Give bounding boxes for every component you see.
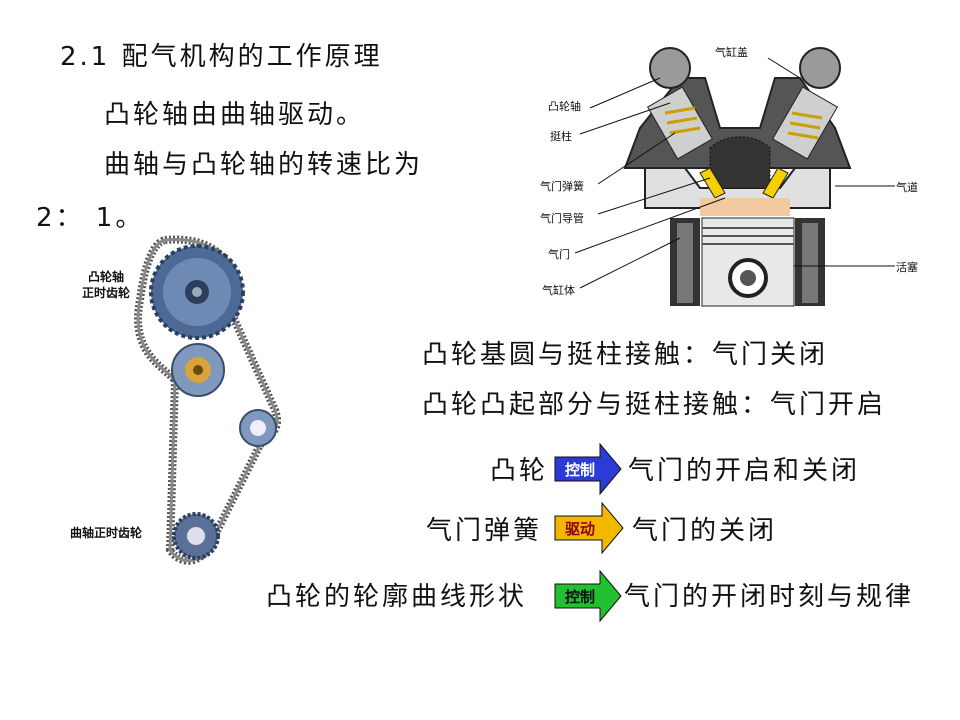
cam-gear-label-1: 凸轮轴 [88, 270, 125, 284]
label-camshaft: 凸轮轴 [548, 100, 581, 113]
slide-heading: 2.1 配气机构的工作原理 [60, 42, 383, 72]
relation-1-verb: 控制 [564, 460, 595, 479]
relation-1-right: 气门的开启和关闭 [628, 456, 861, 486]
timing-belt-diagram: 凸轮轴 正时齿轮 曲轴正时齿轮 [70, 230, 290, 570]
relation-2-left: 气门弹簧 [426, 516, 543, 546]
relation-1-left: 凸轮 [490, 456, 549, 486]
cam-gear-label-2: 正时齿轮 [82, 286, 131, 300]
label-valve-guide: 气门导管 [540, 212, 584, 225]
relation-3-verb: 控制 [564, 587, 595, 606]
text-line-3: 2： 1。 [36, 203, 145, 233]
relation-3-left: 凸轮的轮廓曲线形状 [266, 582, 528, 612]
label-valve-spring: 气门弹簧 [540, 180, 584, 193]
label-tappet: 挺柱 [550, 130, 572, 143]
text-line-1: 凸轮轴由曲轴驱动。 [104, 100, 366, 130]
relation-2-arrow: 驱动 [554, 501, 624, 555]
relation-2-right: 气门的关闭 [632, 516, 778, 546]
label-piston: 活塞 [896, 261, 918, 274]
relation-3-right: 气门的开闭时刻与规律 [624, 582, 915, 612]
timing-belt-illustration [134, 235, 282, 565]
label-air-port: 气道 [896, 181, 918, 194]
crank-gear-label: 曲轴正时齿轮 [70, 526, 143, 540]
label-cylinder-block: 气缸体 [542, 284, 575, 297]
relation-2-verb: 驱动 [564, 519, 595, 538]
engine-cross-section [574, 47, 895, 307]
engine-diagram: 气缸盖 凸轮轴 挺柱 气门弹簧 气门导管 气门 气缸体 气道 活塞 [530, 38, 930, 308]
label-cylinder-cover: 气缸盖 [715, 46, 748, 59]
statement-base-circle: 凸轮基圆与挺柱接触：气门关闭 [422, 340, 829, 370]
text-line-2: 曲轴与凸轮轴的转速比为 [104, 150, 424, 180]
relation-3-arrow: 控制 [554, 569, 622, 623]
statement-cam-lobe: 凸轮凸起部分与挺柱接触：气门开启 [422, 390, 887, 420]
label-valve: 气门 [548, 248, 570, 261]
relation-1-arrow: 控制 [554, 442, 622, 496]
